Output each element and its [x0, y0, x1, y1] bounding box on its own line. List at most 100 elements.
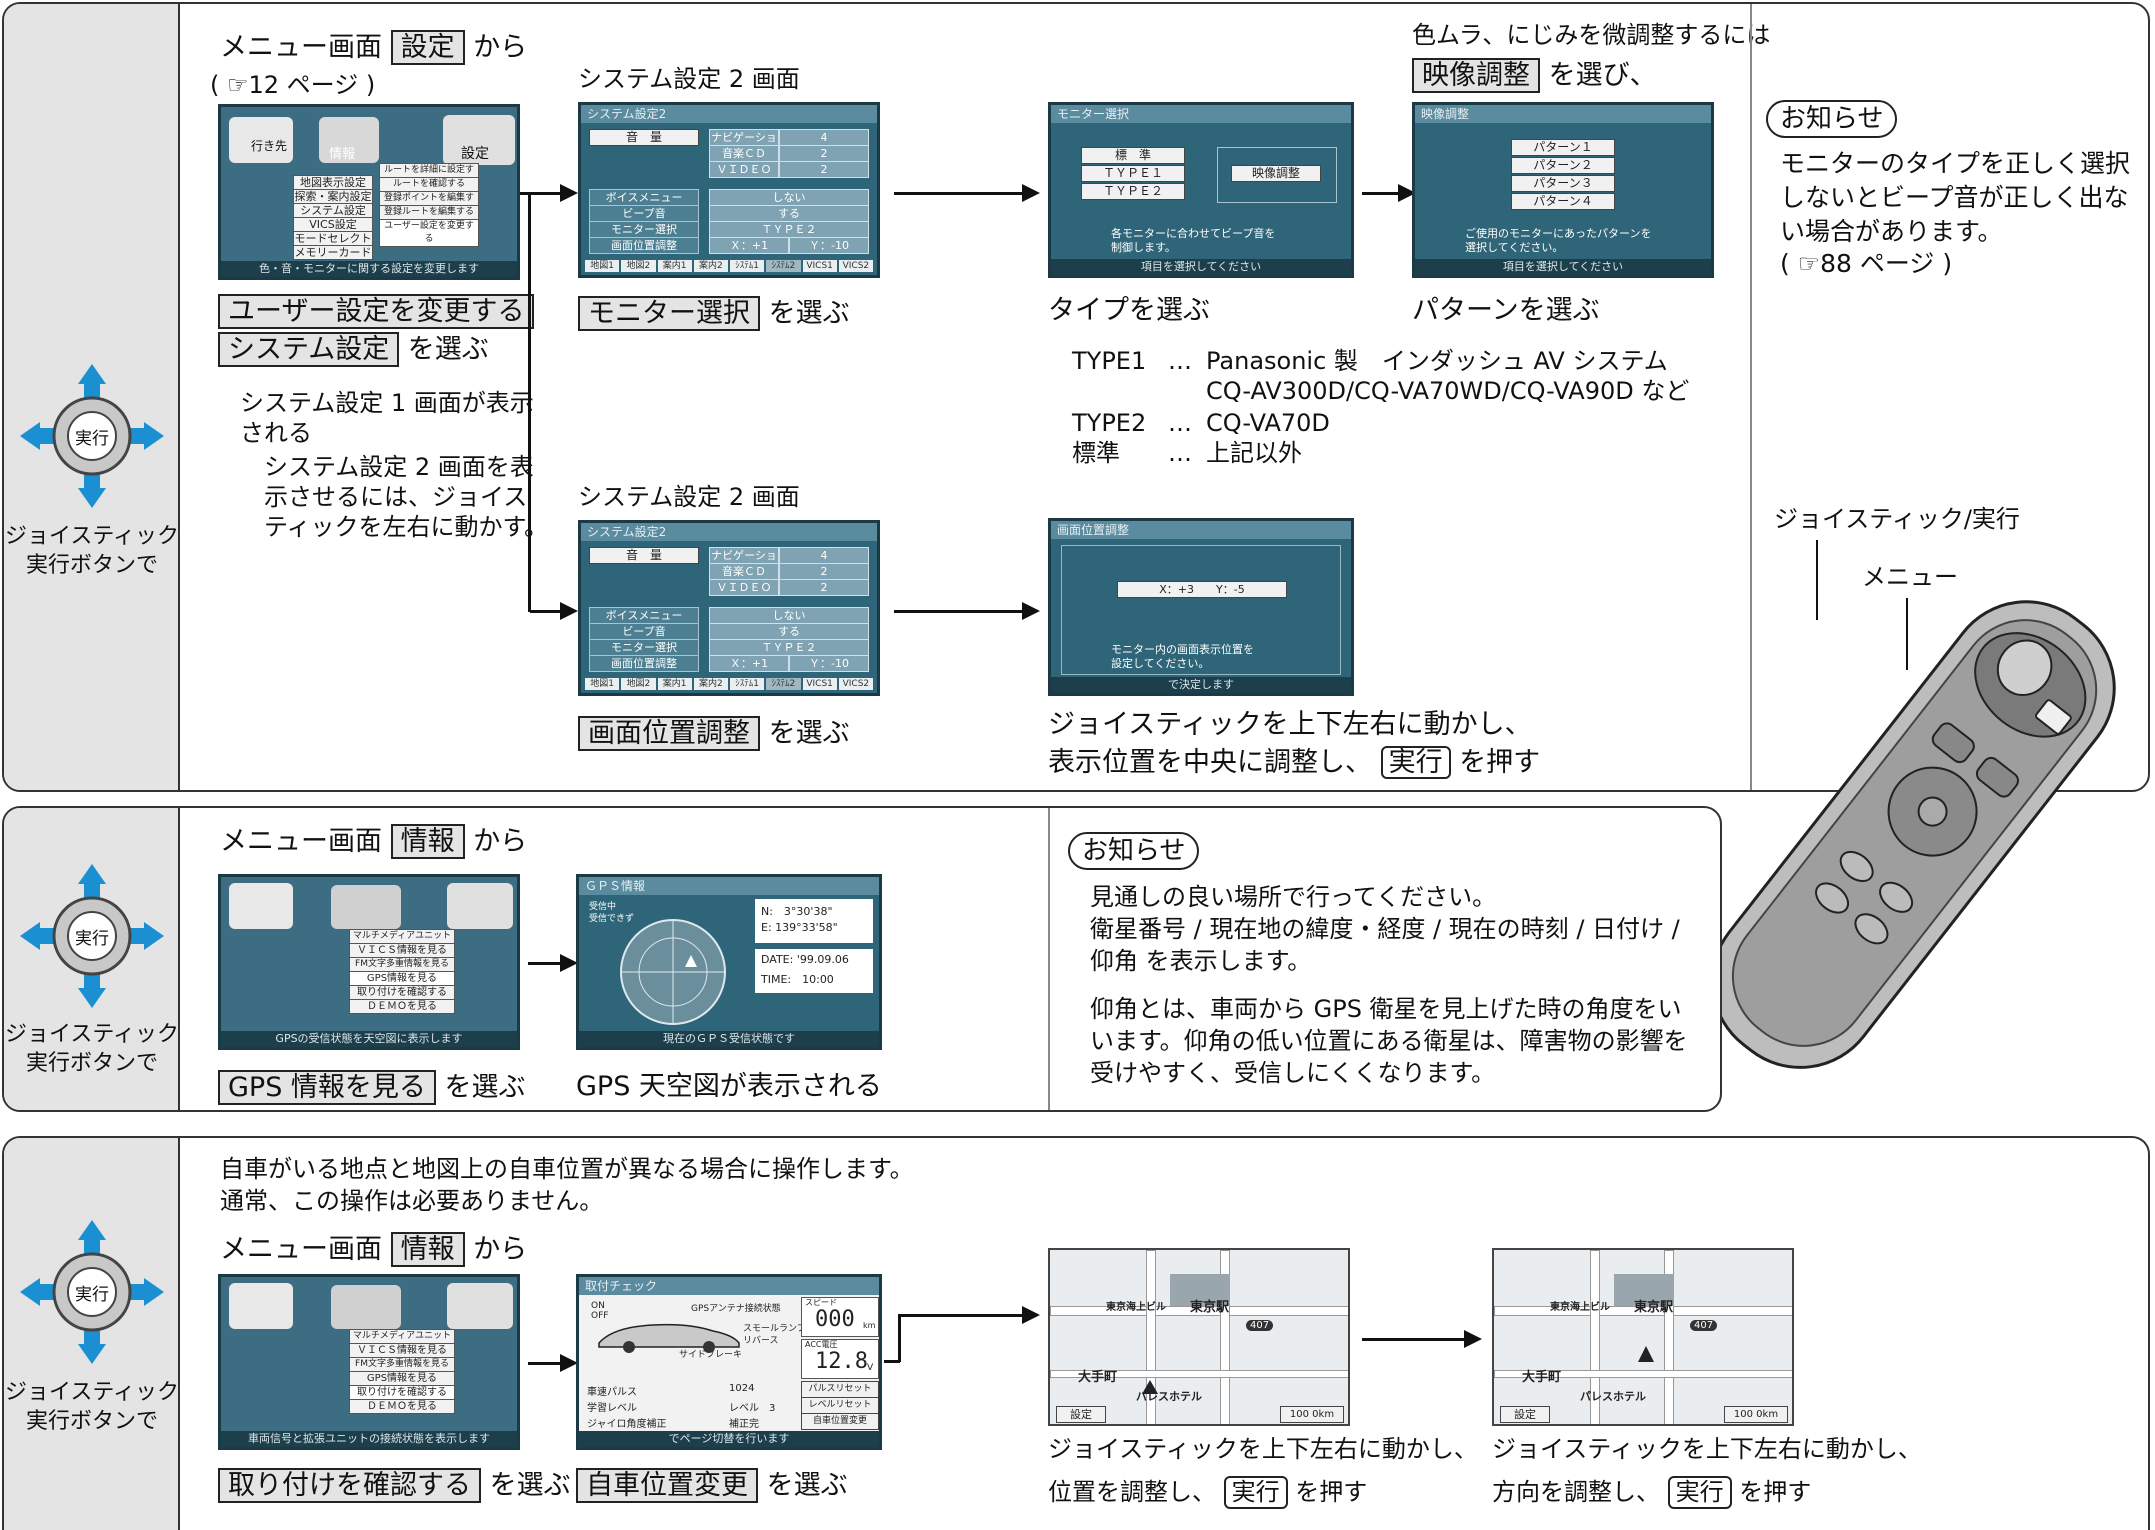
info-menu-5[interactable]: 取り付けを確認する	[349, 985, 455, 1000]
type1-button[interactable]: ＴＹＰＥ１	[1081, 165, 1185, 182]
beep-button-b[interactable]: ビープ音	[589, 623, 699, 640]
tab-system2[interactable]: ｼｽﾃﾑ2	[766, 260, 801, 272]
note-line-3: システム設定 2 画面を表	[264, 453, 534, 481]
check-row-2-val: レベル 3	[729, 1403, 776, 1414]
tab-vics1[interactable]: VICS1	[802, 260, 837, 272]
video-title: 映像調整	[1415, 105, 1711, 123]
remote-pointer-joystick	[1816, 540, 1818, 620]
volume-button[interactable]: 音 量	[589, 129, 699, 146]
select-position-change-suffix: を選ぶ	[766, 1470, 848, 1501]
tab-vics1-b[interactable]: VICS1	[802, 678, 837, 690]
map-b-settings-button[interactable]: 設定	[1500, 1406, 1550, 1423]
map-b-block	[1614, 1274, 1674, 1306]
speed-unit: km	[863, 1321, 876, 1330]
info-menu-3-4[interactable]: GPS情報を見る	[349, 1371, 455, 1386]
select-gps: GPS 情報を見る を選ぶ	[218, 1070, 526, 1105]
video-volume-b[interactable]: ＶＩＤＥＯ	[709, 579, 779, 596]
volume-button-b[interactable]: 音 量	[589, 547, 699, 564]
cd-volume[interactable]: 音楽ＣＤ	[709, 145, 779, 162]
select-monitor-suffix: を選ぶ	[768, 298, 850, 329]
menu-right-4[interactable]: 登録ルートを編集する	[379, 205, 479, 220]
joystick-center-label-3: 実行	[75, 1285, 109, 1305]
cd-volume-b[interactable]: 音楽ＣＤ	[709, 563, 779, 580]
info-menu-3-2[interactable]: ＶＩＣＳ情報を見る	[349, 1343, 455, 1358]
menu-left-4[interactable]: VICS設定	[293, 217, 373, 232]
tab-vics2[interactable]: VICS2	[838, 260, 873, 272]
standard-button[interactable]: 標 準	[1081, 147, 1185, 164]
info-menu-3-6[interactable]: ＤＥＭＯを見る	[349, 1399, 455, 1414]
tab-map2-b[interactable]: 地図2	[621, 678, 656, 690]
pattern3-button[interactable]: パターン３	[1511, 175, 1615, 192]
menu-left-3[interactable]: システム設定	[293, 203, 373, 218]
menu-right-5[interactable]: ユーザー設定を変更する	[379, 219, 479, 247]
screen-position-button[interactable]: 画面位置調整	[589, 237, 699, 254]
type2-button[interactable]: ＴＹＰＥ２	[1081, 183, 1185, 200]
check-on: ON	[591, 1301, 605, 1311]
joystick-caption-2: 実行ボタンで	[25, 553, 158, 578]
step1-ref: ( ☞12 ページ )	[210, 71, 376, 99]
menu-right-2[interactable]: ルートを確認する	[379, 177, 479, 192]
info-icon	[319, 117, 379, 163]
beep-button[interactable]: ビープ音	[589, 205, 699, 222]
pattern2-button[interactable]: パターン２	[1511, 157, 1615, 174]
monitor-select-button-b[interactable]: モニター選択	[589, 639, 699, 656]
level-reset-button[interactable]: レベルリセット	[801, 1397, 879, 1414]
tab-system2-b[interactable]: ｼｽﾃﾑ2	[766, 678, 801, 690]
voice-menu-button[interactable]: ボイスメニュー	[589, 189, 699, 206]
pattern1-button[interactable]: パターン１	[1511, 139, 1615, 156]
tab-guide1-b[interactable]: 案内1	[657, 678, 692, 690]
tab-system1-b[interactable]: ｼｽﾃﾑ1	[730, 678, 765, 690]
video-volume[interactable]: ＶＩＤＥＯ	[709, 161, 779, 178]
menu-left-2[interactable]: 探索・案内設定	[293, 189, 373, 204]
note-line-4: 示させるには、ジョイス	[264, 483, 528, 511]
std-desc: 上記以外	[1206, 439, 1302, 467]
tab-map1-b[interactable]: 地図1	[585, 678, 620, 690]
info-menu-screen: マルチメディアユニットの切り替え ＶＩＣＳ情報を見る FM文字多重情報を見る G…	[218, 874, 520, 1050]
monitor-val: ＴＹＰＥ２	[709, 221, 869, 238]
gps-step1-suffix: から	[473, 826, 528, 857]
map-b-tokyo-label: 東京海上ビル	[1550, 1302, 1610, 1313]
tab-guide1[interactable]: 案内1	[657, 260, 692, 272]
video-adjust-frame	[1217, 147, 1337, 203]
info-menu-footer: GPSの受信状態を天空図に表示します	[221, 1031, 517, 1047]
screen-position-button-b[interactable]: 画面位置調整	[589, 655, 699, 672]
voice-menu-button-b[interactable]: ボイスメニュー	[589, 607, 699, 624]
position-msg-1: モニター内の画面表示位置を	[1111, 643, 1254, 656]
tab-system1[interactable]: ｼｽﾃﾑ1	[730, 260, 765, 272]
tab-guide2[interactable]: 案内2	[693, 260, 728, 272]
tab-map2[interactable]: 地図2	[621, 260, 656, 272]
std-label: 標準	[1072, 439, 1120, 467]
tab-guide2-b[interactable]: 案内2	[693, 678, 728, 690]
tab-map1[interactable]: 地図1	[585, 260, 620, 272]
map-b-town-label: 大手町	[1522, 1370, 1562, 1385]
info-menu-3-3[interactable]: FM文字多重情報を見る	[349, 1357, 455, 1372]
note-line-5: ティックを左右に動かす。	[264, 513, 549, 541]
info-menu-3[interactable]: FM文字多重情報を見る	[349, 957, 455, 972]
info-menu-4[interactable]: GPS情報を見る	[349, 971, 455, 986]
info-menu-3-5[interactable]: 取り付けを確認する	[349, 1385, 455, 1400]
system2-screen-bottom: システム設定2 音 量 ボイスメニュー ビープ音 モニター選択 画面位置調整 ナ…	[578, 520, 880, 696]
monitor-select-button[interactable]: モニター選択	[589, 221, 699, 238]
menu-left-1[interactable]: 地図表示設定	[293, 175, 373, 190]
map-settings-button[interactable]: 設定	[1056, 1406, 1106, 1423]
info-menu-2[interactable]: ＶＩＣＳ情報を見る	[349, 943, 455, 958]
tab-vics2-b[interactable]: VICS2	[838, 678, 873, 690]
position-y-val-b: Ｙ：-10	[789, 655, 869, 672]
vehicle-position-change-button[interactable]: 自車位置変更	[801, 1413, 879, 1430]
step1-text: メニュー画面 設定 から	[220, 30, 527, 65]
pulse-reset-button[interactable]: パルスリセット	[801, 1381, 879, 1398]
menu-left-6[interactable]: メモリーカード	[293, 245, 373, 260]
video-adjust-button[interactable]: 映像調整	[1231, 165, 1321, 182]
gps-footer: 現在のＧＰＳ受信状態です	[579, 1031, 879, 1047]
map-a-caption-prefix: 位置を調整し、	[1048, 1478, 1216, 1506]
check-row-1-name: 車速パルス	[587, 1387, 637, 1398]
system2-screen-top: システム設定2 音 量 ボイスメニュー ビープ音 モニター選択 画面位置調整 ナ…	[578, 102, 880, 278]
install-check-key: 取り付けを確認する	[218, 1468, 481, 1503]
monitor-select-key: モニター選択	[578, 296, 760, 331]
info-menu-footer-3: 車両信号と拡張ユニットの接続状態を表示します	[221, 1431, 517, 1447]
info-menu-6[interactable]: ＤＥＭＯを見る	[349, 999, 455, 1014]
menu-left-5[interactable]: モードセレクト	[293, 231, 373, 246]
pattern4-button[interactable]: パターン４	[1511, 193, 1615, 210]
voice-menu-val-b: しない	[709, 607, 869, 624]
map-b-route-badge: 407	[1690, 1320, 1718, 1331]
